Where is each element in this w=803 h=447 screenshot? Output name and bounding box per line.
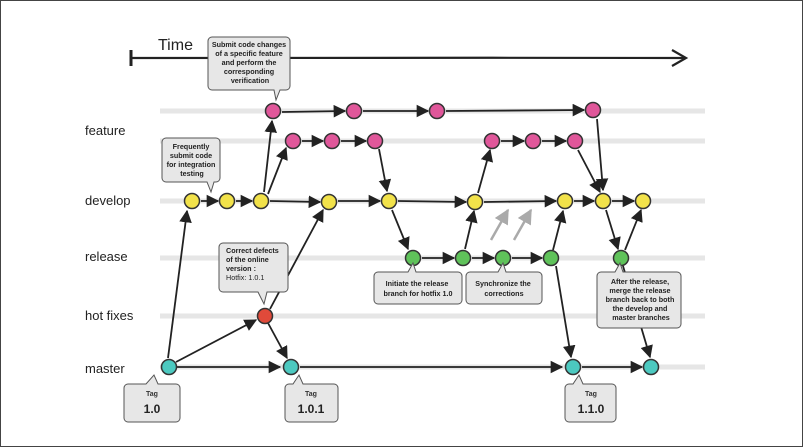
sync-arrow-1 xyxy=(489,208,510,241)
commit-node-release-23 xyxy=(612,249,630,267)
callout-initiate-release-text: Initiate the release branch for hotfix 1… xyxy=(383,279,452,298)
edge-release-master xyxy=(555,265,576,359)
commit-edges xyxy=(167,103,653,374)
commit-node-develop-13 xyxy=(320,193,338,211)
edge-feature2-1 xyxy=(281,104,347,118)
tag-1-1-0-small: Tag xyxy=(585,391,597,398)
sync-arrows xyxy=(489,208,533,241)
callout-synchronize-text: Synchronize the corrections xyxy=(475,279,533,298)
commit-node-feature-1 xyxy=(345,102,363,120)
commit-node-hotfixes-24 xyxy=(256,307,274,325)
edge-master-develop xyxy=(167,209,192,359)
callout-after-release-text: After the release, merge the release bra… xyxy=(606,277,677,322)
edge-develop-feature xyxy=(267,146,288,195)
time-axis: Time xyxy=(129,37,689,67)
commit-node-develop-10 xyxy=(183,192,201,210)
commit-node-release-20 xyxy=(454,249,472,267)
commit-nodes xyxy=(160,101,660,376)
commit-node-feature-7 xyxy=(483,132,501,150)
tag-1-0-1-small: Tag xyxy=(305,391,317,398)
edge-release-develop-right xyxy=(624,208,643,251)
commit-node-master-28 xyxy=(642,358,660,376)
edge-develop-release xyxy=(391,209,410,251)
edge-develop-5 xyxy=(397,195,468,209)
callout-initiate-release: Initiate the release branch for hotfix 1… xyxy=(373,261,463,305)
callout-integration-text: Frequently submit code for integration t… xyxy=(167,142,218,178)
commit-node-develop-18 xyxy=(634,192,652,210)
commit-node-master-25 xyxy=(160,358,178,376)
commit-node-feature-9 xyxy=(566,132,584,150)
lane-label-develop: develop xyxy=(85,193,131,208)
edge-feature2-3 xyxy=(445,103,586,117)
tag-1-0-big: 1.0 xyxy=(144,402,161,416)
commit-node-develop-16 xyxy=(556,192,574,210)
commit-node-feature-5 xyxy=(323,132,341,150)
lane-lines xyxy=(160,108,705,370)
callout-after-release: After the release, merge the release bra… xyxy=(596,261,682,329)
edge-feature2-develop xyxy=(595,118,609,192)
edge-feature-develop-right xyxy=(577,149,601,194)
commit-node-develop-14 xyxy=(380,192,398,210)
tag-1-0: Tag 1.0 xyxy=(123,374,181,423)
time-axis-line xyxy=(130,56,685,60)
callout-feature-submit: Submit code changes of a specific featur… xyxy=(207,36,291,102)
commit-node-feature-0 xyxy=(264,102,282,120)
commit-node-feature-3 xyxy=(584,101,602,119)
edge-develop-3 xyxy=(269,195,322,209)
edge-release-develop-1 xyxy=(464,209,478,250)
lane-label-master: master xyxy=(85,361,125,376)
tag-1-1-0: Tag 1.1.0 xyxy=(564,373,617,423)
commit-node-feature-4 xyxy=(284,132,302,150)
commit-node-develop-17 xyxy=(594,192,612,210)
tag-1-1-0-big: 1.1.0 xyxy=(578,402,605,416)
edge-master-hotfix xyxy=(175,319,258,363)
edge-develop-6 xyxy=(483,194,558,208)
commit-node-release-22 xyxy=(542,249,560,267)
commit-node-master-27 xyxy=(564,358,582,376)
commit-node-feature-2 xyxy=(428,102,446,120)
commit-node-feature-6 xyxy=(366,132,384,150)
edge-release-develop-2 xyxy=(552,209,567,251)
commit-node-develop-11 xyxy=(218,192,236,210)
callout-integration: Frequently submit code for integration t… xyxy=(161,137,221,194)
tag-1-0-1-big: 1.0.1 xyxy=(298,402,325,416)
time-label: Time xyxy=(158,37,193,54)
tag-1-0-small: Tag xyxy=(146,391,158,398)
commit-node-feature-8 xyxy=(524,132,542,150)
edge-develop-feature-right xyxy=(477,148,494,194)
callout-correct-defects: Correct defects of the online version : … xyxy=(218,242,289,306)
commit-node-master-26 xyxy=(282,358,300,376)
tag-1-0-1: Tag 1.0.1 xyxy=(284,373,339,423)
commit-node-develop-12 xyxy=(252,192,270,210)
edge-feature-develop xyxy=(378,148,392,193)
edge-hotfix-master xyxy=(267,322,288,360)
callout-correct-defects-text: Correct defects of the online version : … xyxy=(226,246,281,282)
time-axis-arrowhead xyxy=(671,49,689,67)
lane-label-hotfixes: hot fixes xyxy=(85,308,134,323)
sync-arrow-2 xyxy=(512,208,533,241)
callout-feature-submit-text: Submit code changes of a specific featur… xyxy=(212,40,288,85)
lane-label-feature: feature xyxy=(85,123,125,138)
edge-develop-release-right xyxy=(605,209,621,251)
lane-label-release: release xyxy=(85,249,128,264)
commit-node-develop-15 xyxy=(466,193,484,211)
edge-develop-feature2 xyxy=(263,119,277,193)
callout-synchronize: Synchronize the corrections xyxy=(465,261,543,305)
